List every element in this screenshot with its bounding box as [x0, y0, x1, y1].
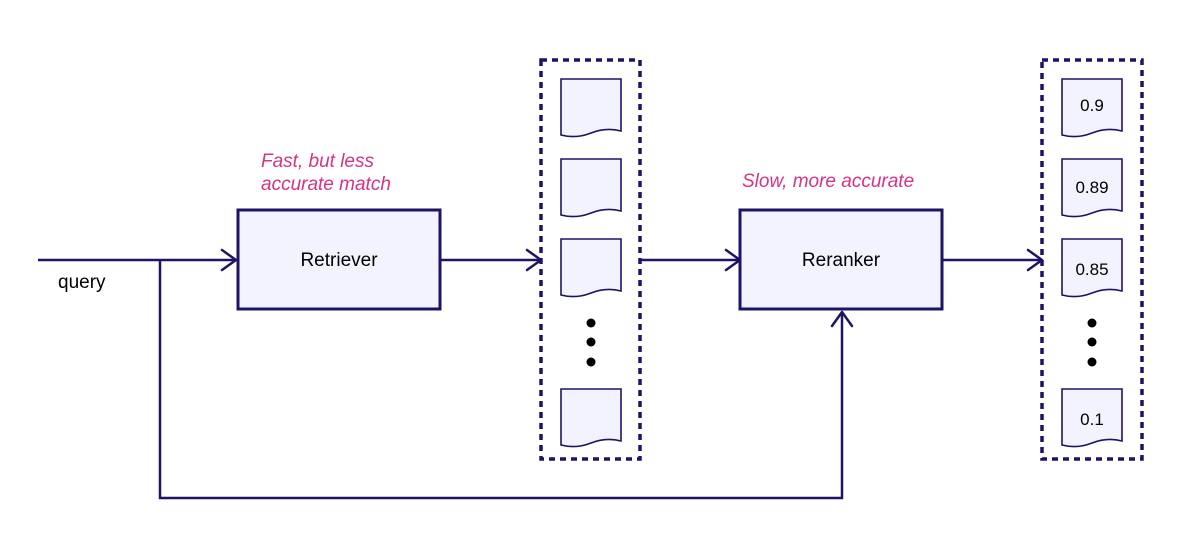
document-icon [560, 238, 622, 298]
retriever-note-line2: accurate match [261, 174, 391, 195]
ellipsis-icon [1087, 318, 1097, 367]
reranker-label: Reranker [802, 250, 881, 271]
retriever-label: Retriever [300, 250, 378, 271]
ranked-score: 0.1 [1080, 410, 1104, 429]
query-feedback-line [158, 260, 844, 500]
document-icon [560, 158, 622, 218]
document-icon [1061, 78, 1123, 138]
document-icon [1061, 158, 1123, 218]
document-icon [1061, 238, 1123, 298]
reranker-box [738, 208, 944, 311]
query-label: query [58, 272, 106, 293]
ranked-docs-container [1040, 58, 1144, 461]
arrow-icon [220, 248, 238, 272]
ranked-score: 0.89 [1075, 178, 1108, 197]
ranked-score: 0.9 [1080, 96, 1104, 115]
document-icon [560, 388, 622, 448]
reranker-note: Slow, more accurate [742, 171, 914, 192]
ranked-score: 0.85 [1075, 260, 1108, 279]
arrow-icon [830, 310, 854, 328]
document-icon [1061, 388, 1123, 448]
retriever-note-line1: Fast, but less [261, 151, 374, 172]
retriever-box [236, 208, 442, 311]
document-icon [560, 78, 622, 138]
ellipsis-icon [586, 318, 596, 367]
